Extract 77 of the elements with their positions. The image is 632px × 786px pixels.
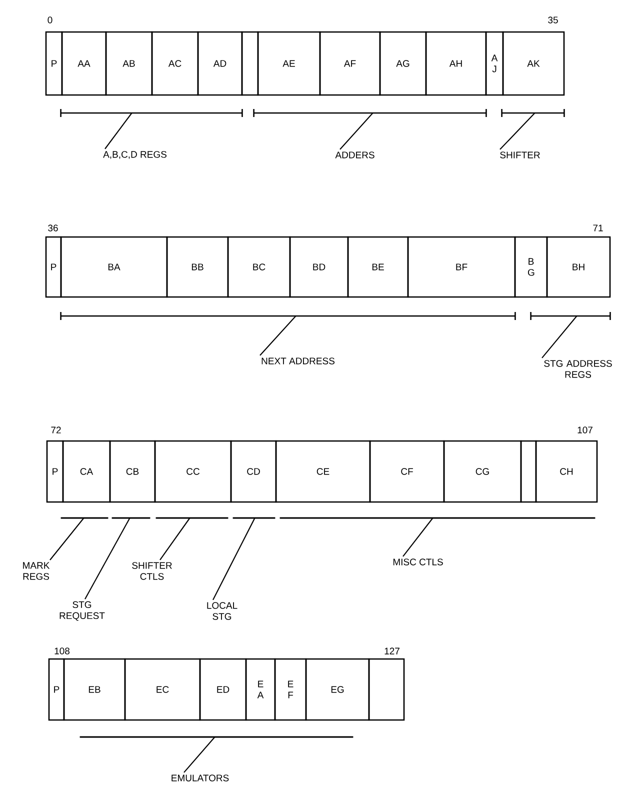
field-cell: BC xyxy=(227,236,291,298)
underline-bar xyxy=(60,517,108,519)
bracket xyxy=(253,108,487,118)
underline-bar xyxy=(280,517,596,519)
underline-bar xyxy=(80,736,354,738)
field-cell: ED xyxy=(199,658,247,721)
bit-number: 36 xyxy=(48,224,58,232)
group-label: ADDERS xyxy=(335,152,374,158)
group-label: MISC CTLS xyxy=(393,558,443,566)
bracket xyxy=(60,311,516,321)
field-cell: CB xyxy=(109,440,156,503)
field-cell: CF xyxy=(369,440,445,503)
field-cell: CH xyxy=(535,440,598,503)
leader-line xyxy=(542,316,578,358)
field-cell: P xyxy=(48,658,65,721)
bit-number: 72 xyxy=(51,426,61,434)
field-cell: EC xyxy=(124,658,201,721)
bit-number: 108 xyxy=(54,648,70,654)
group-label: STG REQUEST xyxy=(60,601,105,621)
field-cell: EG xyxy=(305,658,370,721)
group-label: SHIFTER CTLS xyxy=(132,562,172,580)
field-cell: CE xyxy=(275,440,371,503)
field-cell: CG xyxy=(443,440,522,503)
bracket xyxy=(60,108,243,118)
group-label: LOCAL STG xyxy=(207,602,238,620)
field-cell: AB xyxy=(105,31,153,96)
field-cell: BB xyxy=(166,236,229,298)
field-cell: P xyxy=(46,440,64,503)
field-cell: P xyxy=(45,31,63,96)
leader-line xyxy=(184,736,216,773)
bit-number: 127 xyxy=(384,648,400,654)
leader-line xyxy=(402,518,434,557)
field-cell: BE xyxy=(347,236,409,298)
leader-line xyxy=(212,518,256,600)
leader-line xyxy=(340,112,374,150)
underline-bar xyxy=(112,517,150,519)
empty-field-cell xyxy=(368,658,405,721)
field-cell: E F xyxy=(274,658,307,721)
field-cell: AD xyxy=(197,31,243,96)
underline-bar xyxy=(156,517,228,519)
field-cell: CC xyxy=(154,440,232,503)
field-cell: P xyxy=(45,236,62,298)
field-cell: EB xyxy=(63,658,126,721)
group-label: MARK REGS xyxy=(23,562,50,580)
bracket xyxy=(530,311,611,321)
field-cell: AA xyxy=(61,31,107,96)
group-label: STG ADDRESS REGS xyxy=(544,360,612,378)
group-label: NEXT ADDRESS xyxy=(262,358,334,364)
field-cell: AH xyxy=(425,31,487,96)
empty-field-cell xyxy=(241,31,259,96)
field-cell: CD xyxy=(230,440,277,503)
bit-number: 0 xyxy=(48,16,52,24)
field-cell: CA xyxy=(62,440,111,503)
field-cell: E A xyxy=(245,658,276,721)
field-cell: B G xyxy=(514,236,548,298)
underline-bar xyxy=(232,517,276,519)
field-cell: BH xyxy=(546,236,611,298)
bracket xyxy=(501,108,565,118)
empty-field-cell xyxy=(520,440,537,503)
field-cell: AF xyxy=(319,31,381,96)
field-cell: BA xyxy=(60,236,168,298)
group-label: EMULATORS xyxy=(172,774,229,782)
leader-line xyxy=(50,518,84,560)
leader-line xyxy=(160,518,190,560)
field-cell: AK xyxy=(502,31,565,96)
group-label: SHIFTER xyxy=(500,152,540,158)
field-cell: BD xyxy=(289,236,349,298)
field-cell: AC xyxy=(151,31,199,96)
leader-line xyxy=(260,316,296,356)
field-cell: A J xyxy=(485,31,504,96)
field-cell: BF xyxy=(407,236,516,298)
leader-line xyxy=(104,112,132,150)
leader-line xyxy=(500,112,536,150)
leader-line xyxy=(84,518,130,600)
group-label: A,B,C,D REGS xyxy=(103,151,166,159)
field-cell: AG xyxy=(379,31,427,96)
field-cell: AE xyxy=(257,31,321,96)
